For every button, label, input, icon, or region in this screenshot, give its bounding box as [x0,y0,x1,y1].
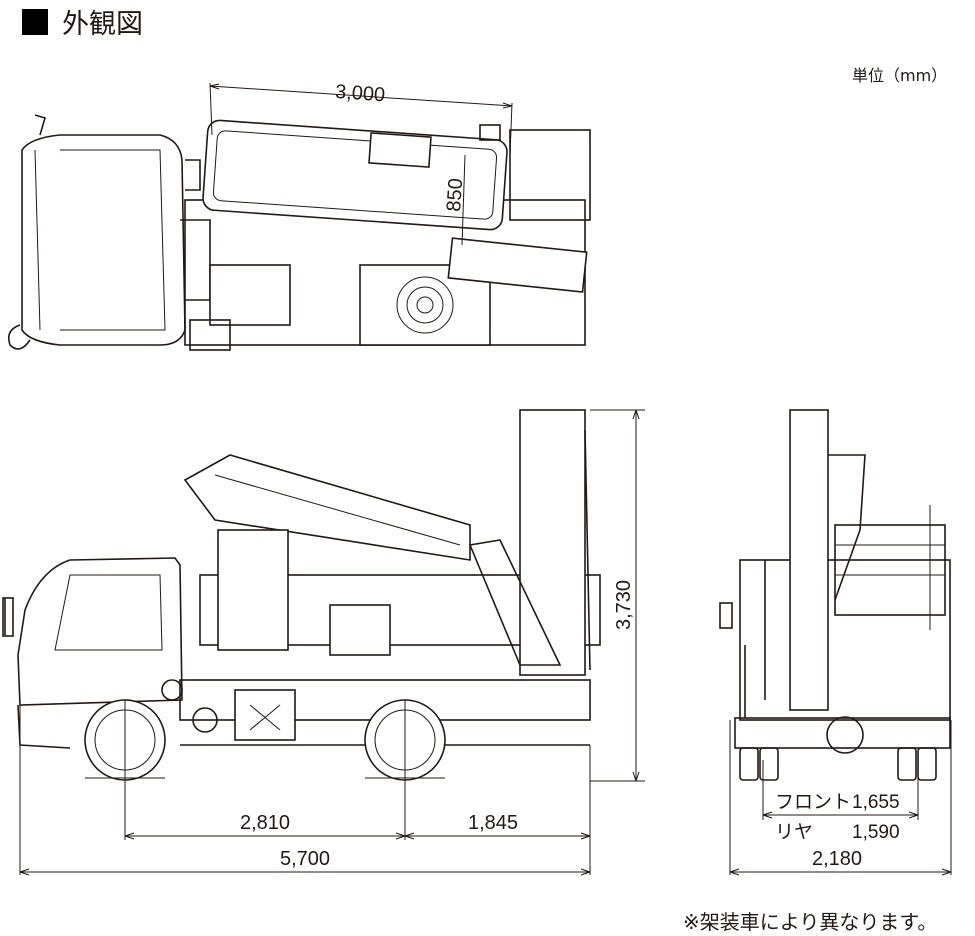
side-dimension-lines [19,409,645,876]
dim-overall-length: 5,700 [280,848,330,870]
dim-wheelbase: 2,810 [240,812,290,834]
page-title: 外観図 [22,2,143,41]
dim-overall-width: 2,180 [812,848,862,870]
front-tread-value: 1,655 [852,792,900,813]
rear-tread-value: 1,590 [852,822,900,843]
title-text: 外観図 [62,9,143,40]
top-view-drawing [7,114,591,351]
square-bullet-icon [22,8,48,35]
rear-dimension-lines [729,720,952,876]
dim-top-length: 3,000 [334,81,385,106]
rear-view-drawing [719,409,951,781]
top-dimension-lines [209,82,513,246]
dim-rear-overhang: 1,845 [468,812,518,834]
rear-tread-label: リヤ [775,822,813,843]
side-view-drawing [2,409,601,781]
footnote: ※架装車により異なります。 [683,910,938,934]
dim-overall-height: 3,730 [613,580,635,630]
dim-top-width: 850 [443,178,467,213]
unit-label: 単位（mm） [852,66,948,85]
front-tread-label: フロント [775,792,851,813]
